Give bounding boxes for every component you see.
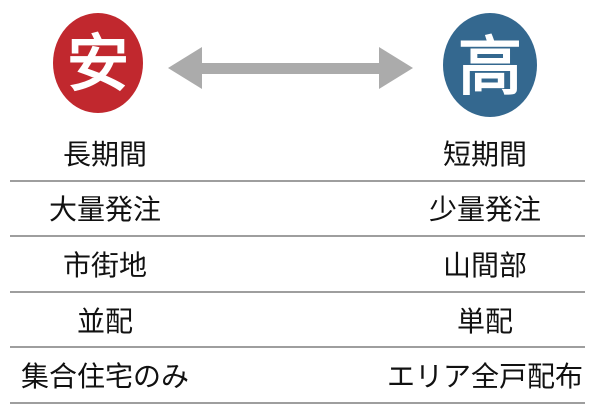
cheap-badge: 安 xyxy=(53,13,143,113)
arrow-left-head xyxy=(168,47,202,89)
comparison-row: 市街地 山間部 xyxy=(10,237,585,293)
cheap-side-value: 集合住宅のみ xyxy=(20,361,189,393)
arrow-right-head xyxy=(379,47,413,89)
cheap-side-value: 大量発注 xyxy=(48,194,161,226)
expensive-badge: 高 xyxy=(443,13,537,117)
cheap-side-value: 市街地 xyxy=(62,249,147,281)
cheap-side-value: 長期間 xyxy=(62,138,147,170)
comparison-row: 長期間 短期間 xyxy=(10,126,585,182)
scale-header: 安 高 xyxy=(0,0,600,126)
expensive-side-value: エリア全戸配布 xyxy=(386,361,583,393)
expensive-side-value: 山間部 xyxy=(442,249,527,281)
comparison-row: 集合住宅のみ エリア全戸配布 xyxy=(10,348,585,404)
arrow-shaft xyxy=(201,62,380,74)
expensive-side-value: 少量発注 xyxy=(428,194,541,226)
double-arrow-icon xyxy=(168,47,413,89)
comparison-table: 長期間 短期間 大量発注 少量発注 市街地 山間部 並配 単配 集合住宅のみ エ… xyxy=(10,126,585,404)
cheap-badge-label: 安 xyxy=(66,30,129,99)
expensive-side-value: 短期間 xyxy=(442,138,527,170)
expensive-badge-label: 高 xyxy=(458,31,522,103)
comparison-row: 大量発注 少量発注 xyxy=(10,182,585,238)
comparison-row: 並配 単配 xyxy=(10,293,585,349)
expensive-side-value: 単配 xyxy=(456,305,513,337)
cheap-side-value: 並配 xyxy=(76,305,133,337)
